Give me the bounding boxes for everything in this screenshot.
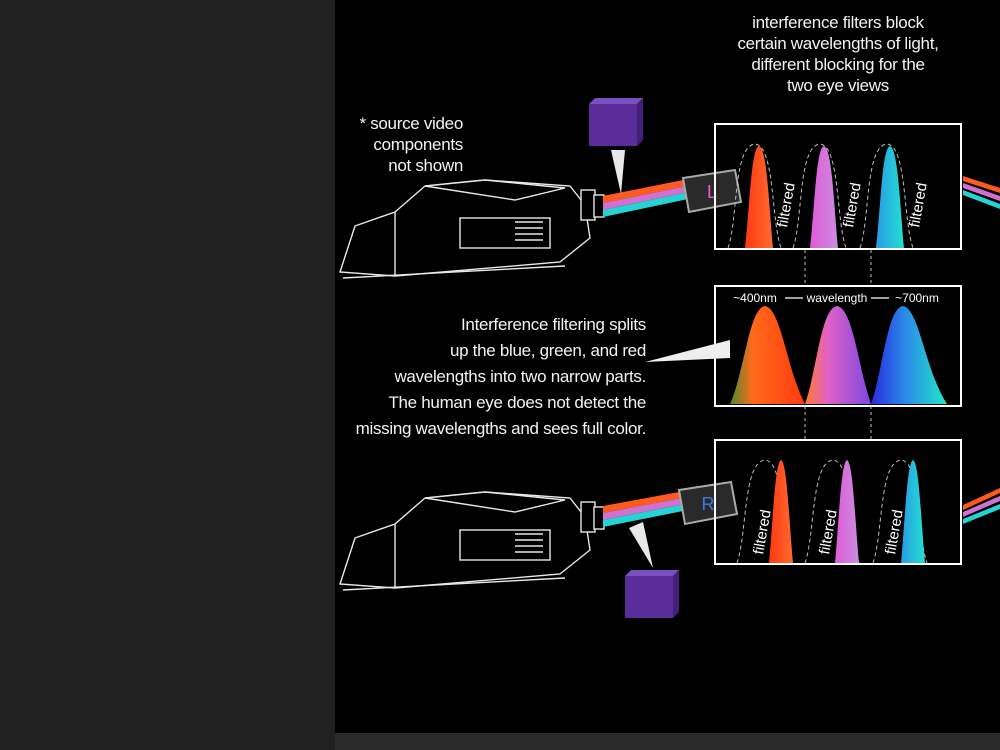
callout-pointer	[645, 340, 730, 362]
caption-line: different blocking for the	[751, 55, 925, 74]
note-line: not shown	[388, 156, 463, 175]
right-eye-label: R	[702, 494, 715, 514]
caption-line: two eye views	[787, 76, 889, 95]
magenta-band	[810, 146, 838, 248]
right-spectrum: filtered filtered filtered	[736, 459, 928, 564]
filtered-label: filtered	[774, 181, 799, 228]
left-filter-box	[714, 123, 962, 250]
projector-left	[339, 179, 605, 279]
wl-max-label: ~700nm	[895, 291, 939, 305]
caption-line: interference filters block	[752, 13, 924, 32]
projector-right	[339, 491, 605, 591]
note-line: * source video	[359, 114, 463, 133]
right-filter-box	[714, 439, 962, 565]
filter-left: L	[681, 168, 743, 214]
left-spectrum: filtered filtered filtered	[727, 143, 931, 249]
exit-beams	[963, 176, 1000, 524]
bottom-strip	[335, 733, 1000, 750]
caption-line: missing wavelengths and sees full color.	[355, 419, 647, 438]
cyan-band	[901, 460, 925, 563]
filter-right: R	[677, 480, 739, 526]
wl-axis-label: wavelength	[806, 291, 868, 305]
caption-line: up the blue, green, and red	[449, 341, 646, 360]
wl-min-label: ~400nm	[733, 291, 777, 305]
red-band	[769, 460, 793, 563]
cube-right	[625, 522, 679, 618]
caption-line: The human eye does not detect the	[388, 393, 646, 412]
filters-caption: interference filters block certain wavel…	[703, 12, 973, 96]
wavelength-axis: ~400nm wavelength ~700nm	[733, 291, 939, 305]
diagram-graphics: L filtered filtered filtered ~400nm wave…	[339, 98, 1000, 618]
beam-left	[603, 180, 693, 217]
caption-line: certain wavelengths of light,	[737, 34, 939, 53]
diagram-panel: interference filters block certain wavel…	[335, 0, 1000, 733]
note-line: components	[373, 135, 463, 154]
caption-line: wavelengths into two narrow parts.	[394, 367, 646, 386]
caption-line: Interference filtering splits	[461, 315, 646, 334]
source-note: * source video components not shown	[335, 113, 463, 176]
left-eye-label: L	[707, 182, 717, 202]
filtered-label: filtered	[840, 181, 865, 228]
cube-left	[589, 98, 643, 194]
filtered-label: filtered	[906, 181, 931, 228]
magenta-band	[835, 460, 859, 563]
split-caption: Interference filtering splits up the blu…	[335, 312, 647, 442]
cyan-band	[876, 146, 904, 248]
full-spectrum	[730, 306, 947, 404]
red-band	[745, 146, 773, 248]
beam-right	[603, 492, 688, 527]
